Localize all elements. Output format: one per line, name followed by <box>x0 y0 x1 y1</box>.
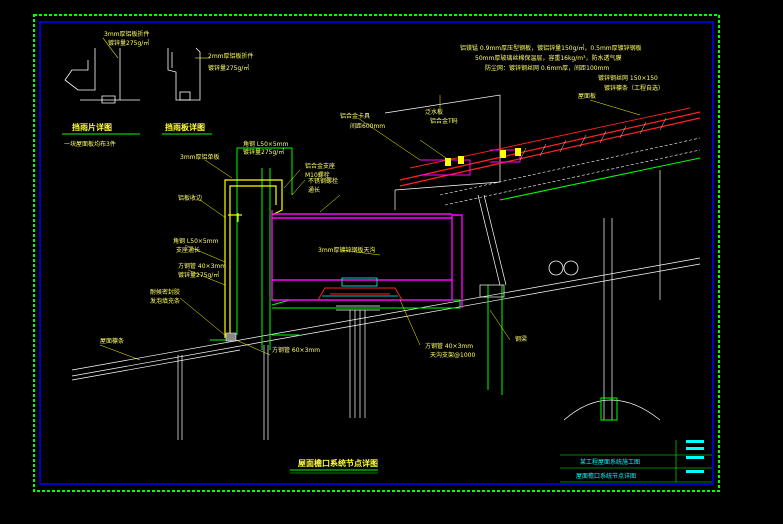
lower-structure-lines <box>177 305 380 440</box>
label-square-tube-2: 方钢管 60×3mm <box>272 346 320 354</box>
label-square-tube-3: 方钢管 40×3mm <box>425 342 473 350</box>
label-aluminum-panel: 3mm厚铝单板 <box>180 153 220 161</box>
label-flashing: 泛水板 <box>425 108 443 116</box>
spec-note-4: 镀锌钢丝网 150×150 <box>598 74 658 82</box>
roof-panel-fasteners <box>445 148 521 166</box>
spec-note-1: 铝镁锰 0.9mm厚压型钢板，镀铝锌量150g/㎡，0.5mm厚镀锌钢板 <box>460 44 642 52</box>
detail-b-title: 挡雨板详图 <box>165 122 205 132</box>
spec-note-3: 防尘网：镀锌钢丝网 0.6mm厚，间距100mm <box>485 64 609 72</box>
gutter-magenta <box>271 210 463 308</box>
label-t-clip: 铝合金T码 <box>430 117 458 125</box>
roof-panel-assembly <box>384 94 701 210</box>
label-sealant: 耐候密封胶 <box>150 288 180 296</box>
label-galvanized-2: 镀锌量275g/㎡ <box>243 148 284 156</box>
label-aluminum-clamp: 铝合金卡具 <box>340 112 370 120</box>
label-gutter: 3mm厚镀锌钢板天沟 <box>318 246 376 254</box>
leader-lines <box>99 95 641 361</box>
aluminum-cladding-yellow <box>224 179 283 338</box>
outer-frame-dashed <box>33 14 720 492</box>
label-angle-steel-1: 角钢 L50×5mm <box>173 237 219 245</box>
title-block-glyphs <box>686 440 704 473</box>
label-spacing-600: 间距600mm <box>350 122 385 130</box>
inner-frame <box>39 21 714 485</box>
label-angle-steel-2: 角钢 L50×5mm <box>243 140 289 148</box>
label-aluminum-flashing: 铝板收边 <box>178 194 202 202</box>
label-galvanized-1: 镀锌量275g/㎡ <box>178 271 219 279</box>
label-stainless-bolt: 不锈钢螺栓 <box>308 177 338 185</box>
roof-panel-hatch <box>519 117 667 161</box>
gutter-support-cyan <box>322 277 398 297</box>
spec-note-2: 50mm厚玻璃丝棉保温层，容重16kg/m³，防水透气膜 <box>475 54 622 62</box>
label-continuous: 通长 <box>308 186 320 194</box>
detail-b-label-2: 镀锌量275g/㎡ <box>208 64 249 72</box>
title-block-line-1: 某工程屋面系统施工图 <box>580 458 640 466</box>
label-foam-filler: 发泡填充条 <box>150 297 180 305</box>
sealant-block <box>225 332 237 342</box>
detail-a-label-2: 镀锌量275g/㎡ <box>108 39 149 47</box>
main-title: 屋面檐口系统节点详图 <box>298 458 378 468</box>
label-steel-beam: 钢梁 <box>515 335 527 343</box>
detail-a-title: 挡雨片详图 <box>72 122 112 132</box>
detail-a-label-1: 3mm厚铝板折件 <box>104 30 150 38</box>
label-support-continuous: 支座通长 <box>176 246 200 254</box>
label-aluminum-support: 铝合金支座 <box>305 162 335 170</box>
right-column <box>563 170 661 421</box>
title-block <box>560 440 712 483</box>
detail-b-rain-board <box>167 47 201 101</box>
detail-a-rain-flap <box>64 48 140 104</box>
label-square-tube-1: 方钢管 40×3mm <box>178 262 226 270</box>
right-foundation-block <box>600 397 618 421</box>
roof-slope-lines <box>71 257 701 381</box>
label-gutter-bracket: 天沟支架@1000 <box>430 351 475 359</box>
label-roof-panel: 屋面板 <box>578 92 596 100</box>
pipe-circles <box>548 260 579 276</box>
detail-b-label-1: 2mm厚铝板折件 <box>208 52 254 60</box>
detail-a-subtitle: 一块屋面板均布3件 <box>64 140 116 148</box>
support-strut <box>477 194 507 298</box>
label-roof-purlin: 屋面檩条 <box>100 337 124 345</box>
title-block-line-2: 屋面檐口系统节点详图 <box>576 472 636 480</box>
spec-note-5: 镀锌檩条（工程自选） <box>604 84 664 92</box>
gutter-support <box>317 287 403 301</box>
label-m10-bolt: M10螺栓 <box>305 171 330 179</box>
